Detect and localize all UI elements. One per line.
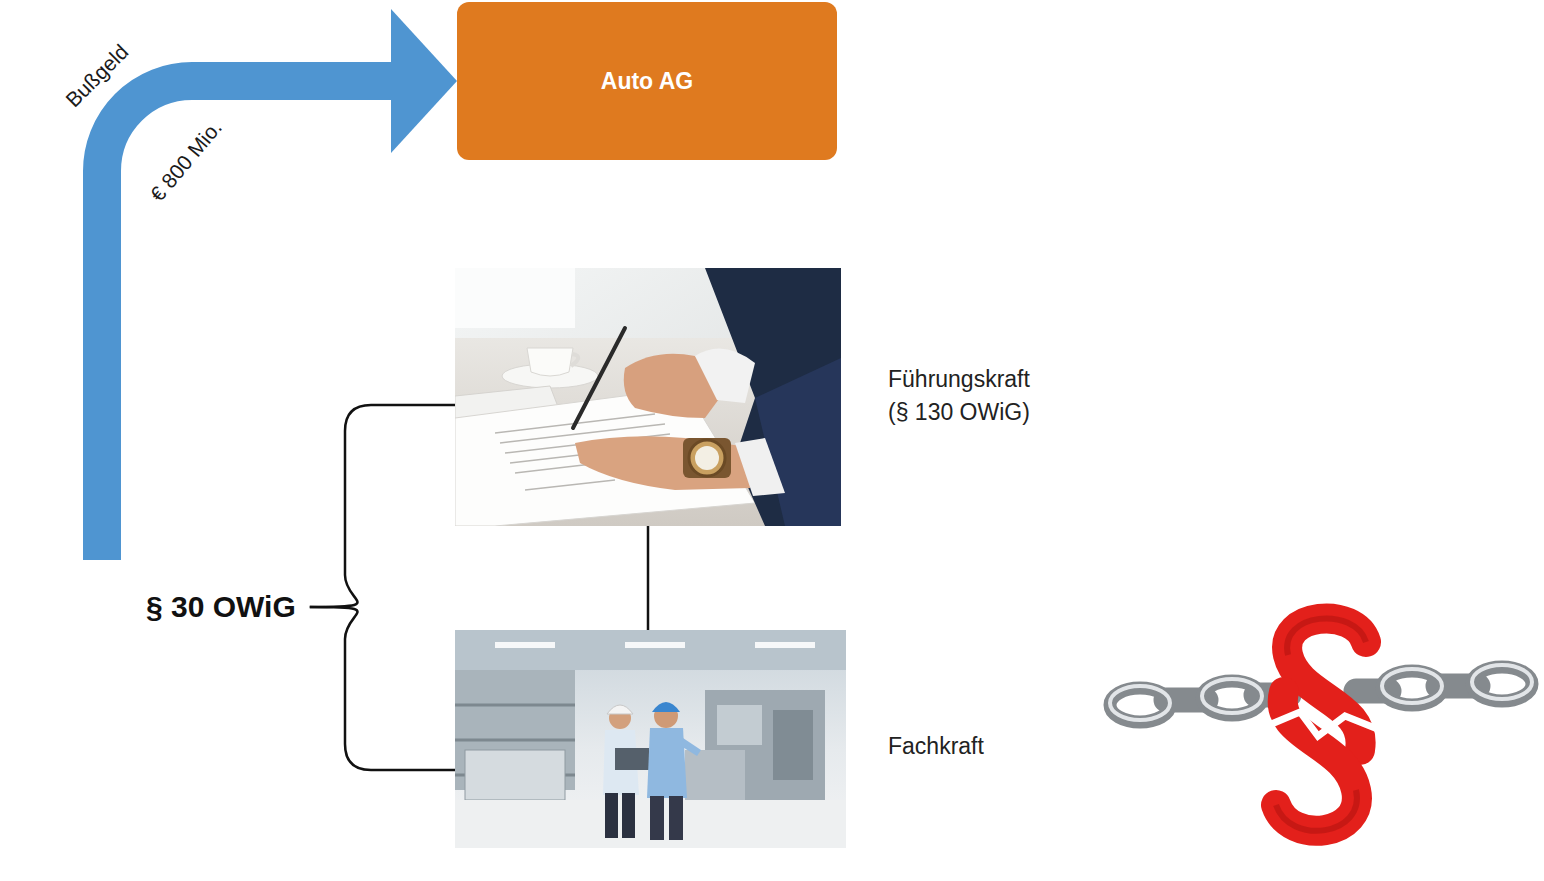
- brace-line: [310, 405, 455, 607]
- role-label: Führungskraft (§ 130 OWiG): [888, 363, 1053, 430]
- section-label: § 30 OWiG: [84, 560, 310, 624]
- company-box: Auto AG: [457, 2, 837, 160]
- connector: [310, 405, 455, 607]
- connector: [310, 607, 455, 770]
- box-title: Auto AG: [601, 68, 693, 95]
- worker-photo: Fachkraft: [455, 630, 846, 848]
- arrow-shaft: [102, 81, 393, 560]
- broken-chain-icon: [1100, 590, 1544, 870]
- role-label: Fachkraft: [888, 730, 1053, 763]
- link-line: [647, 526, 650, 630]
- brace-line: [310, 607, 455, 770]
- office-photo: [455, 268, 841, 526]
- connector: [648, 526, 649, 630]
- section-title: § 30 OWiG: [146, 590, 296, 624]
- amount-label: € 800 Mio.: [145, 116, 226, 207]
- arrow-head: [391, 9, 457, 153]
- manager-photo: Führungskraft (§ 130 OWiG): [455, 268, 841, 526]
- factory-photo: [455, 630, 846, 848]
- connector: [102, 9, 457, 560]
